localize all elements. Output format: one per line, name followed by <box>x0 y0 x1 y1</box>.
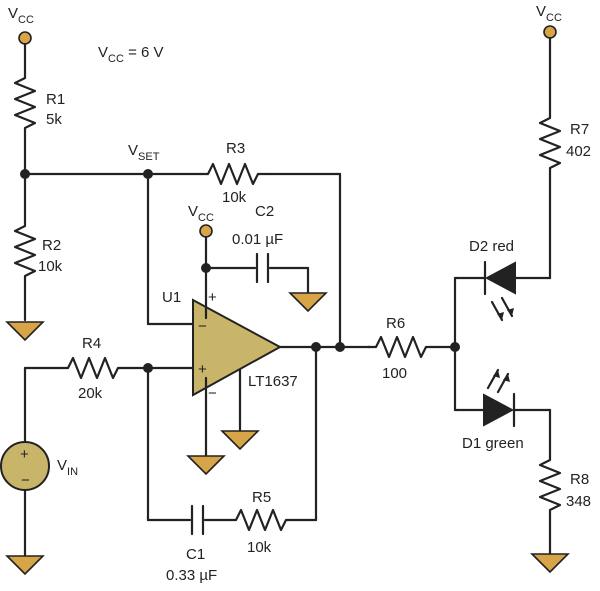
opamp-minus-sign: − <box>198 318 207 335</box>
diode-d1-green <box>483 393 515 427</box>
resistor-r6 <box>368 335 434 359</box>
junction-dot <box>20 169 30 179</box>
ground-symbol <box>220 430 260 451</box>
opamp-plus-sign: + <box>198 361 207 378</box>
resistor-r5 <box>228 508 294 532</box>
r7-value: 402 <box>566 143 591 160</box>
vcc-terminal-c2 <box>199 224 213 238</box>
ground-symbol <box>288 292 328 313</box>
vcc-right-label: VCC <box>536 3 562 24</box>
opamp-vminus-sign: − <box>208 385 217 402</box>
vcc-terminal-left <box>18 31 32 45</box>
r4-name: R4 <box>82 335 101 352</box>
resistor-r8 <box>538 452 562 518</box>
r5-value: 10k <box>247 539 272 556</box>
r3-name: R3 <box>226 140 245 157</box>
light-emission-arrows-d1 <box>486 368 510 394</box>
resistor-r7 <box>538 110 562 176</box>
d1-label: D1 green <box>462 435 524 452</box>
opamp-part: LT1637 <box>248 373 298 390</box>
vset-label: VSET <box>128 142 160 163</box>
c2-name: C2 <box>255 203 274 220</box>
r6-name: R6 <box>386 315 405 332</box>
resistor-r4 <box>60 356 126 380</box>
light-emission-arrows-d2 <box>490 296 514 322</box>
vcc-note: VCC = 6 V <box>98 44 164 65</box>
ground-symbol <box>530 553 570 574</box>
vcc-terminal-right <box>543 25 557 39</box>
r8-value: 348 <box>566 493 591 510</box>
source-plus-sign: + <box>20 446 29 463</box>
vcc-c2-label: VCC <box>188 203 214 224</box>
r2-value: 10k <box>38 258 63 275</box>
c2-value: 0.01 µF <box>232 231 283 248</box>
vin-label: VIN <box>57 457 78 478</box>
ground-symbol <box>5 555 45 576</box>
resistor-r3 <box>200 162 266 186</box>
r1-value: 5k <box>46 111 62 128</box>
ground-symbol <box>186 455 226 476</box>
opamp-u1 <box>192 298 283 397</box>
c1-name: C1 <box>186 546 205 563</box>
r1-name: R1 <box>46 91 65 108</box>
junction-dot <box>335 342 345 352</box>
r5-name: R5 <box>252 489 271 506</box>
r6-value: 100 <box>382 365 407 382</box>
r8-name: R8 <box>570 471 589 488</box>
r3-value: 10k <box>222 189 247 206</box>
r2-name: R2 <box>42 237 61 254</box>
ground-symbol <box>5 321 45 342</box>
opamp-ref: U1 <box>162 289 181 306</box>
diode-d2-red <box>484 261 516 295</box>
source-minus-sign: − <box>21 472 30 489</box>
r7-name: R7 <box>570 121 589 138</box>
resistor-r1 <box>13 70 37 136</box>
r4-value: 20k <box>78 385 103 402</box>
vcc-left-label: VCC <box>8 5 34 26</box>
c1-value: 0.33 µF <box>166 567 217 584</box>
resistor-r2 <box>13 218 37 284</box>
opamp-vplus-sign: + <box>208 289 217 306</box>
d2-label: D2 red <box>469 238 514 255</box>
